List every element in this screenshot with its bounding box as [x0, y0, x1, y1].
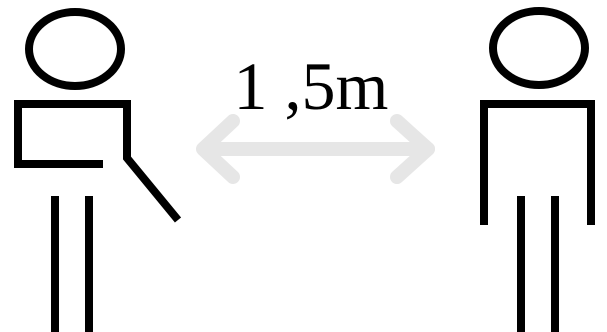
left-person-icon: [14, 8, 182, 332]
left-person-head: [25, 8, 125, 90]
right-person-head: [489, 7, 589, 89]
right-person-icon: [480, 7, 595, 332]
arrow-head-left: [196, 114, 240, 184]
right-person-body: [480, 100, 595, 225]
arrow-head-right: [390, 114, 435, 184]
distance-label: 1 ,5m: [233, 48, 389, 124]
double-headed-arrow-icon: [196, 114, 435, 184]
left-person-body: [14, 100, 182, 223]
